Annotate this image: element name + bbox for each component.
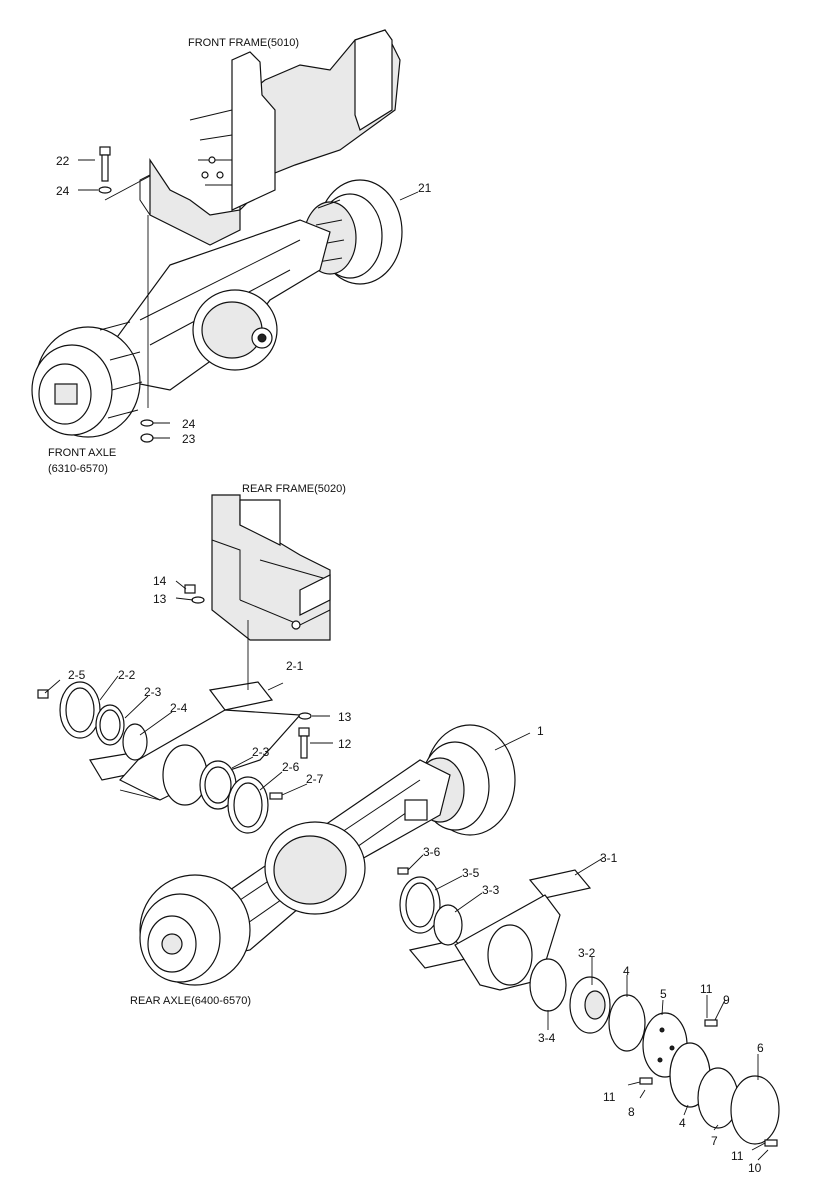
- callout-11c: 11: [731, 1149, 744, 1163]
- bushing-2-4: [122, 723, 148, 761]
- rear-frame-title: REAR FRAME(5020): [242, 483, 346, 495]
- callout-10: 10: [748, 1161, 762, 1175]
- callout-22: 22: [56, 154, 70, 168]
- callout-11b: 11: [603, 1090, 616, 1104]
- bolt-12: [300, 735, 308, 759]
- rear-frame: [211, 494, 331, 641]
- bolt-3-6: [397, 867, 409, 875]
- callout-2-7: 2-7: [306, 772, 324, 786]
- callout-2-4: 2-4: [170, 701, 188, 715]
- callout-7: 7: [711, 1134, 718, 1148]
- cover-6: [730, 1075, 780, 1145]
- bolt-8: [639, 1077, 653, 1085]
- callout-21: 21: [418, 181, 432, 195]
- front-axle-title-range: (6310-6570): [48, 463, 108, 475]
- callout-3-2: 3-2: [578, 946, 596, 960]
- bolt-2-7: [269, 792, 283, 800]
- callout-6: 6: [757, 1041, 764, 1055]
- callout-13: 13: [153, 592, 167, 606]
- callout-2-2: 2-2: [118, 668, 136, 682]
- nut-23: [140, 433, 154, 443]
- ring-4: [608, 994, 646, 1052]
- front-frame: [139, 29, 401, 246]
- callout-5: 5: [660, 987, 667, 1001]
- rear-axle: [139, 724, 516, 986]
- callout-8: 8: [628, 1105, 635, 1119]
- callout-23: 23: [182, 432, 196, 446]
- callout-24: 24: [56, 184, 70, 198]
- callout-2-3b: 2-3: [252, 745, 270, 759]
- callout-2-1: 2-1: [286, 659, 304, 673]
- callout-3-1: 3-1: [600, 851, 618, 865]
- washer-13: [191, 596, 205, 604]
- callout-12: 12: [338, 737, 352, 751]
- washer-24-lower: [140, 419, 154, 427]
- callout-3-4: 3-4: [538, 1031, 556, 1045]
- callout-3-5: 3-5: [462, 866, 480, 880]
- bolt-22: [99, 146, 111, 182]
- callout-13b: 13: [338, 710, 352, 724]
- bolt-2-5: [37, 689, 49, 699]
- nut-14: [184, 584, 196, 594]
- callout-2-3: 2-3: [144, 685, 162, 699]
- front-frame-title: FRONT FRAME(5010): [188, 37, 299, 49]
- callout-24-lower: 24: [182, 417, 196, 431]
- ring-3-3: [433, 904, 463, 946]
- front-axle: [31, 179, 403, 438]
- callout-11: 11: [700, 982, 713, 996]
- bushing-3-4: [529, 958, 567, 1012]
- callout-4: 4: [623, 964, 630, 978]
- callout-4b: 4: [679, 1116, 686, 1130]
- callout-2-6: 2-6: [282, 760, 300, 774]
- callout-9: 9: [723, 993, 730, 1007]
- callout-3-6: 3-6: [423, 845, 441, 859]
- callout-3-3: 3-3: [482, 883, 500, 897]
- bolt-10: [764, 1139, 778, 1147]
- bolt-9: [704, 1019, 718, 1027]
- washer-13b: [298, 712, 312, 720]
- callout-2-5: 2-5: [68, 668, 86, 682]
- front-axle-title: FRONT AXLE: [48, 447, 116, 459]
- callout-1: 1: [537, 724, 544, 738]
- washer-24: [98, 186, 112, 194]
- rear-axle-title: REAR AXLE(6400-6570): [130, 995, 251, 1007]
- callout-14: 14: [153, 574, 167, 588]
